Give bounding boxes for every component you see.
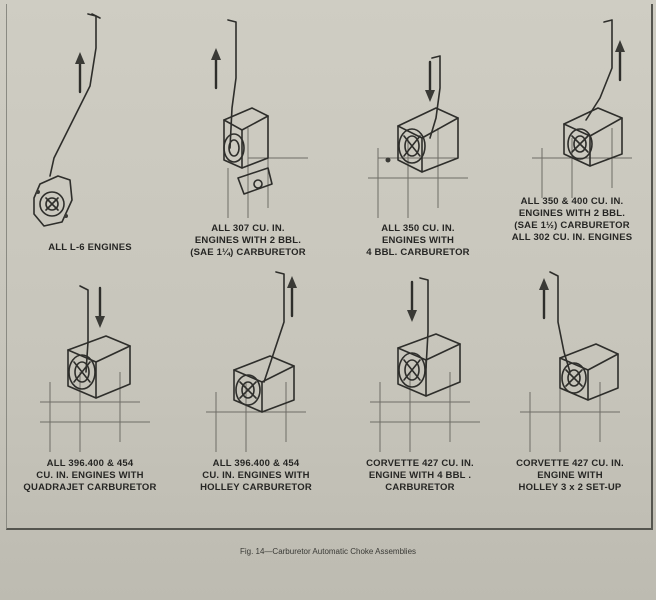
figure-frame — [6, 4, 653, 530]
panel-caption: ALL 350 & 400 CU. IN. ENGINES WITH 2 BBL… — [511, 196, 633, 243]
panel-350-engines: ALL 350 CU. IN. ENGINES WITH 4 BBL. CARB… — [338, 8, 498, 263]
choke-assembly-drawing-350-400 — [532, 19, 632, 198]
panel-corvette-4bbl: CORVETTE 427 CU. IN. ENGINE WITH 4 BBL .… — [340, 272, 500, 527]
panel-caption: ALL 307 CU. IN. ENGINES WITH 2 BBL. (SAE… — [190, 223, 306, 258]
panel-caption: ALL 396.400 & 454 CU. IN. ENGINES WITH H… — [200, 458, 312, 493]
choke-assembly-drawing-396-holley — [206, 271, 306, 452]
choke-assembly-drawing-350 — [368, 55, 468, 218]
panel-350-400-engines: ALL 350 & 400 CU. IN. ENGINES WITH 2 BBL… — [492, 8, 652, 263]
panel-caption: ALL 350 CU. IN. ENGINES WITH 4 BBL. CARB… — [366, 223, 470, 258]
choke-assembly-drawing-396-quadrajet — [40, 285, 150, 452]
choke-assembly-drawing-corvette-holley — [520, 271, 620, 452]
panel-corvette-holley: CORVETTE 427 CU. IN. ENGINE WITH HOLLEY … — [490, 271, 650, 527]
choke-assembly-drawing-l6 — [33, 13, 101, 227]
panel-caption: ALL 396.400 & 454 CU. IN. ENGINES WITH Q… — [23, 458, 157, 493]
choke-assembly-drawing-corvette-4bbl — [370, 277, 480, 452]
panel-l6-engines: ALL L-6 ENGINES — [10, 8, 170, 263]
panel-caption: CORVETTE 427 CU. IN. ENGINE WITH 4 BBL .… — [366, 458, 474, 493]
panel-396-quadrajet: ALL 396.400 & 454 CU. IN. ENGINES WITH Q… — [10, 272, 170, 527]
panel-caption: CORVETTE 427 CU. IN. ENGINE WITH HOLLEY … — [516, 458, 624, 493]
choke-assembly-drawing-307 — [211, 19, 308, 218]
panel-caption: ALL L-6 ENGINES — [48, 242, 132, 253]
panel-307-engines: ALL 307 CU. IN. ENGINES WITH 2 BBL. (SAE… — [168, 8, 328, 263]
panel-396-holley: ALL 396.400 & 454 CU. IN. ENGINES WITH H… — [176, 271, 336, 527]
figure-caption: Fig. 14—Carburetor Automatic Choke Assem… — [239, 547, 417, 556]
